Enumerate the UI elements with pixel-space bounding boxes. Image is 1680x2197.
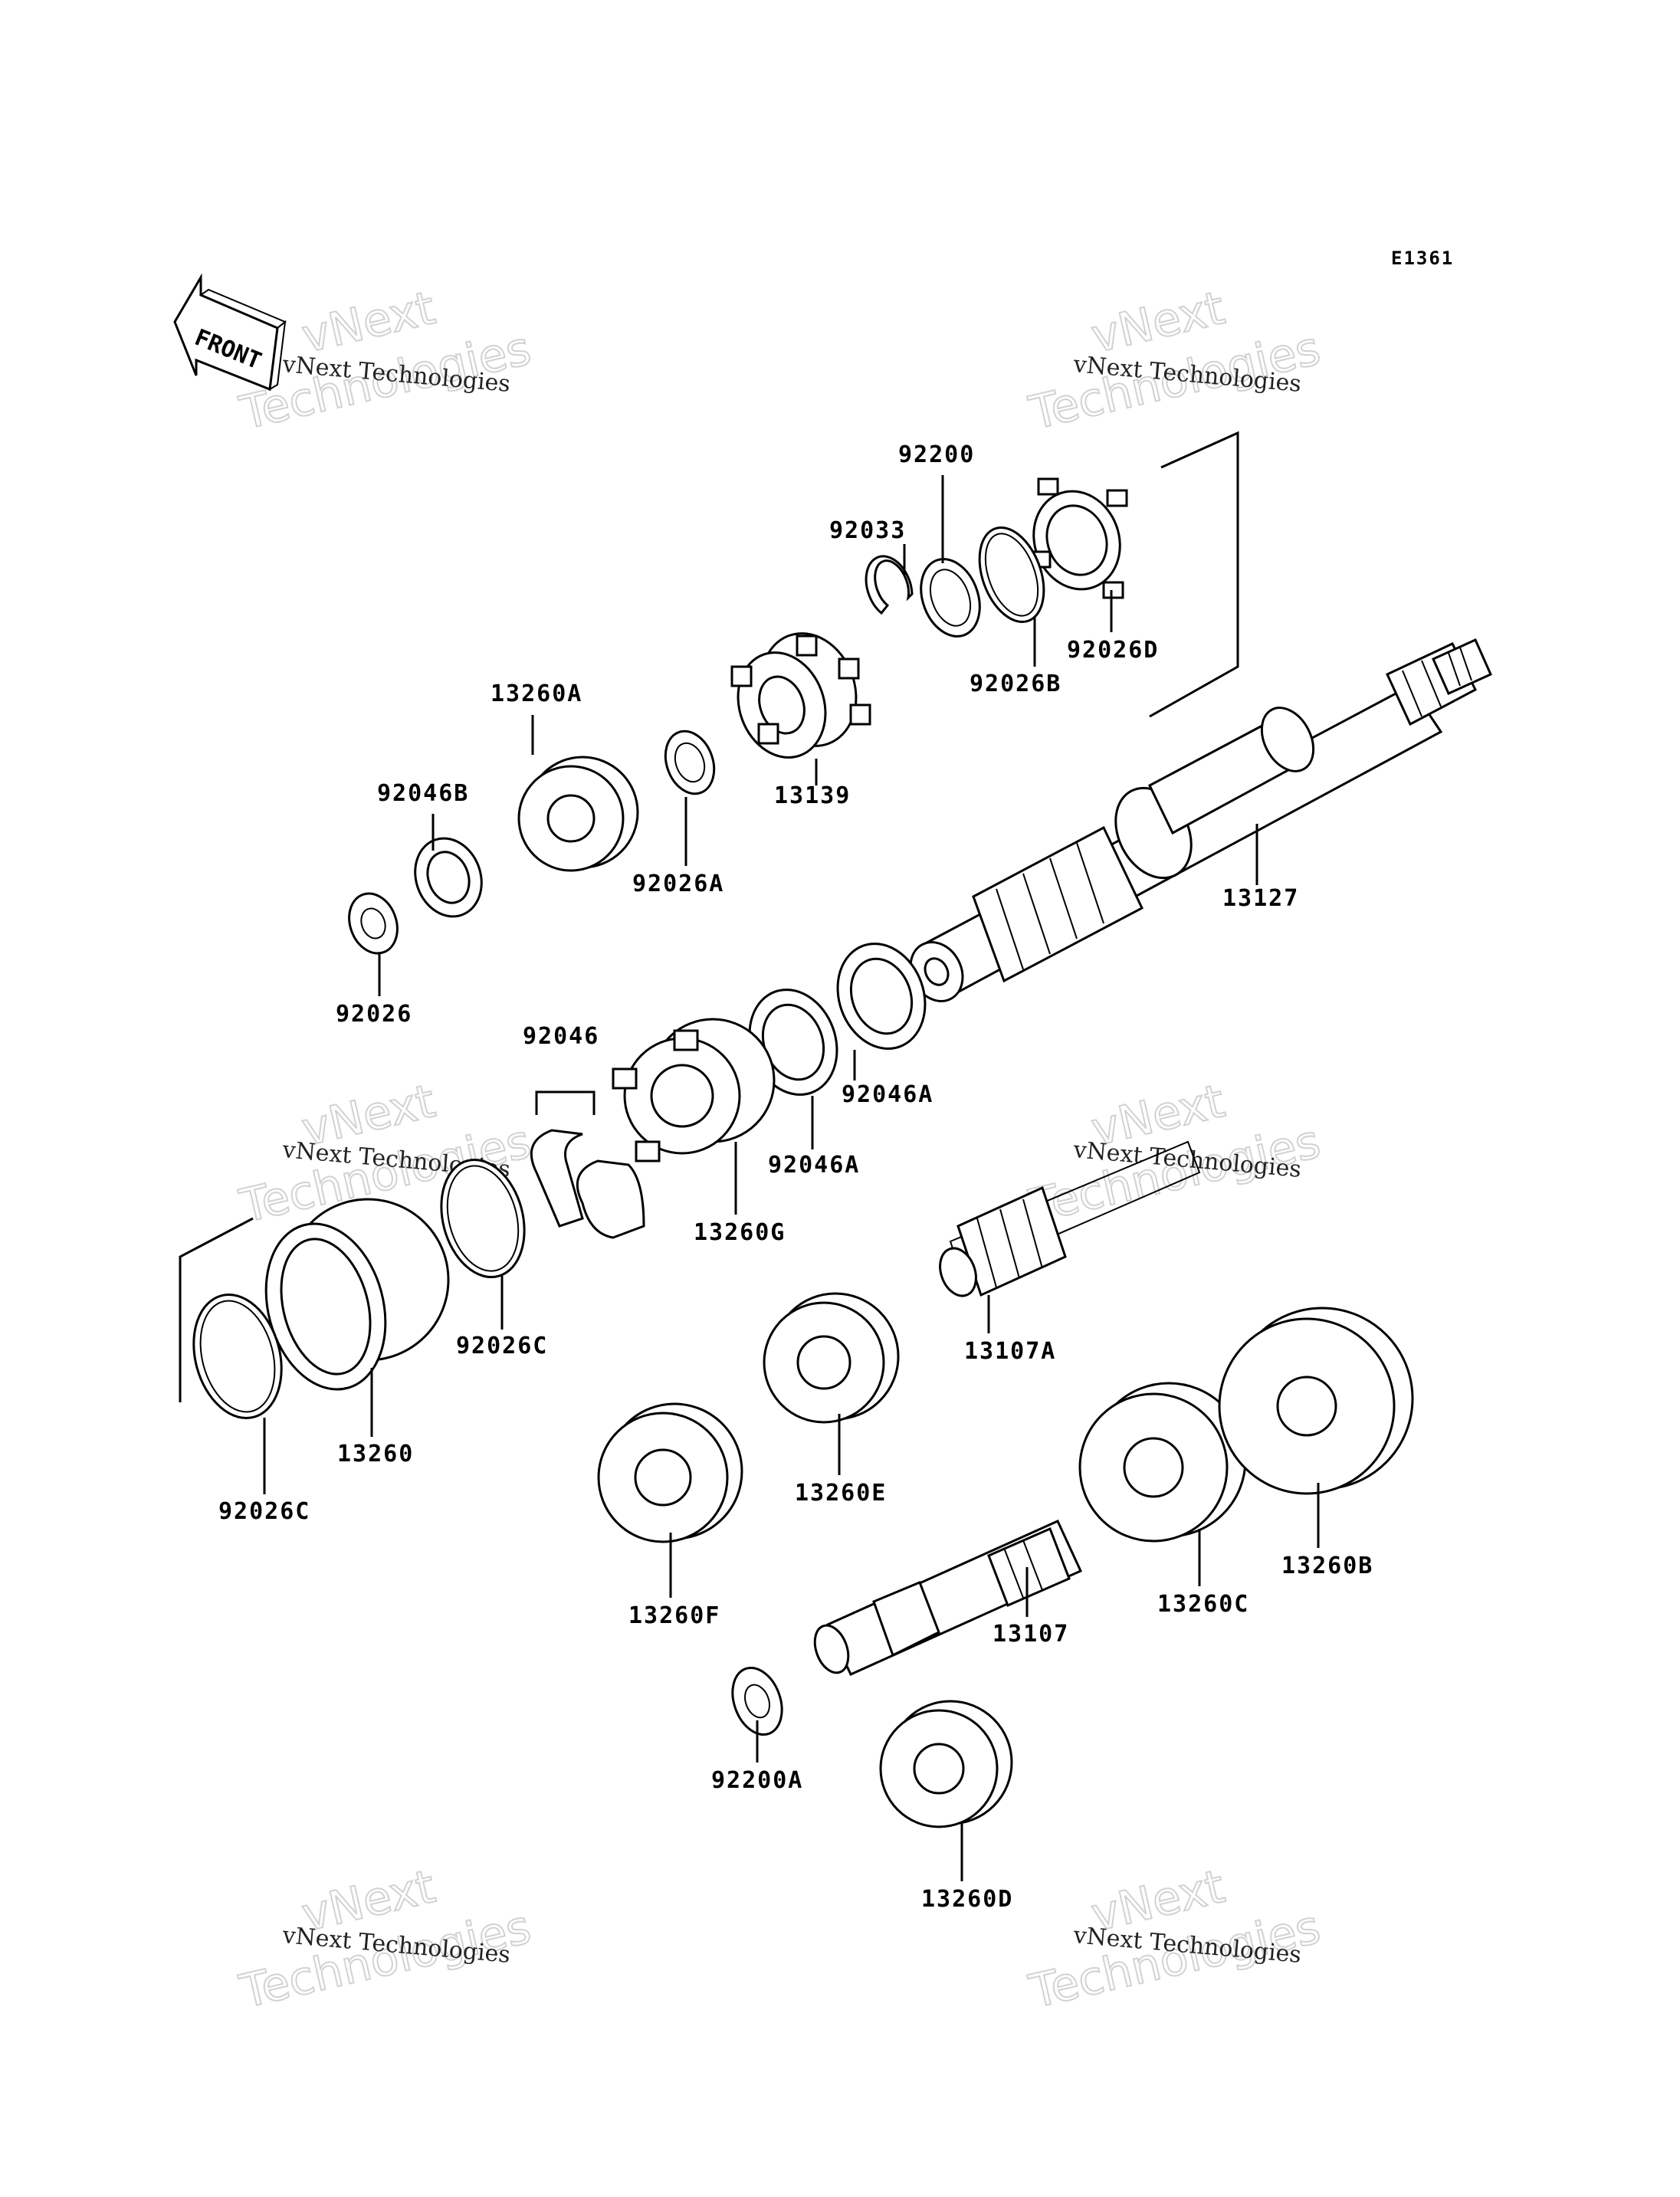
label-92046B: 92046B	[377, 780, 469, 807]
label-13260C: 13260C	[1157, 1591, 1249, 1618]
part-13260B-gear	[1218, 1307, 1414, 1495]
watermark-bottom-left: vNext Technologies vNext Technologies	[235, 1859, 536, 2020]
label-13260E: 13260E	[795, 1480, 887, 1507]
leader-lines	[263, 475, 1320, 1881]
part-13107A-shaft	[939, 1140, 1201, 1297]
part-13260A-gear	[517, 756, 639, 872]
label-92026A: 92026A	[632, 871, 724, 897]
label-13260: 13260	[337, 1441, 414, 1467]
label-13260B: 13260B	[1281, 1553, 1373, 1579]
front-arrow-icon: FRONT	[173, 273, 287, 392]
label-13260A: 13260A	[491, 680, 582, 707]
main-shaft-13127	[909, 638, 1492, 1002]
bracket-left-group	[179, 1217, 254, 1402]
watermark-bottom-right: vNext Technologies vNext Technologies	[1024, 1859, 1326, 2020]
watermark-top-right: vNext Technologies vNext Technologies	[1024, 280, 1326, 441]
part-13107-shaft	[813, 1520, 1082, 1676]
part-92033-circlip	[865, 555, 914, 615]
part-92200-washer	[920, 558, 981, 638]
label-92026: 92026	[336, 1001, 412, 1028]
bracket-upper-group	[1149, 431, 1239, 718]
part-13260D-gear	[879, 1700, 1013, 1828]
label-92046A-lower: 92046A	[768, 1152, 860, 1179]
part-92046B-bearing	[414, 837, 483, 918]
label-13107: 13107	[993, 1621, 1069, 1648]
part-92200A-washer	[731, 1666, 783, 1736]
label-92026C-left: 92026C	[218, 1498, 310, 1525]
label-13260F: 13260F	[628, 1602, 720, 1629]
label-13260G: 13260G	[694, 1219, 786, 1246]
part-92026A-washer-inner	[674, 742, 706, 783]
part-13260G-gear	[612, 1018, 776, 1162]
part-92026C-ring-left	[192, 1294, 283, 1419]
part-92026C-ring-mid	[440, 1158, 526, 1279]
part-92026C-ring-mid-inner	[446, 1165, 520, 1272]
part-13260C-gear	[1078, 1382, 1247, 1543]
part-92026B-ring	[978, 526, 1045, 624]
part-13139	[730, 632, 871, 759]
part-92046A-bearing-upper	[836, 943, 927, 1050]
diagram-id: E1361	[1391, 248, 1454, 269]
part-92026C-ring-left-inner	[199, 1300, 276, 1413]
part-92200-washer-inner	[929, 569, 972, 627]
label-92200: 92200	[898, 441, 975, 468]
part-92200A-washer-inner	[744, 1684, 770, 1719]
part-92026B-ring-inner	[984, 533, 1039, 617]
label-92200A: 92200A	[711, 1767, 803, 1794]
part-92026A-washer	[664, 730, 716, 795]
label-92046A-upper: 92046A	[842, 1081, 934, 1108]
label-92026B: 92026B	[970, 671, 1061, 697]
part-13260E-gear	[763, 1292, 900, 1424]
label-92026C-mid: 92026C	[456, 1333, 548, 1359]
part-92046-bearing	[530, 1129, 645, 1239]
label-13127: 13127	[1222, 885, 1299, 912]
label-13260D: 13260D	[921, 1886, 1013, 1913]
watermark-mid-right: vNext Technologies vNext Technologies	[1024, 1074, 1326, 1235]
label-92033: 92033	[829, 517, 906, 544]
part-92026D	[1029, 477, 1128, 599]
label-13107A: 13107A	[964, 1338, 1056, 1365]
label-92046: 92046	[523, 1023, 599, 1050]
label-92026D: 92026D	[1067, 637, 1159, 664]
label-13139: 13139	[774, 782, 851, 809]
part-13260F-gear	[597, 1402, 743, 1543]
part-92026-washer-inner	[360, 907, 386, 939]
part-13260-gear	[264, 1198, 450, 1391]
part-92026-washer	[348, 892, 399, 955]
bracket-92046	[535, 1090, 596, 1115]
